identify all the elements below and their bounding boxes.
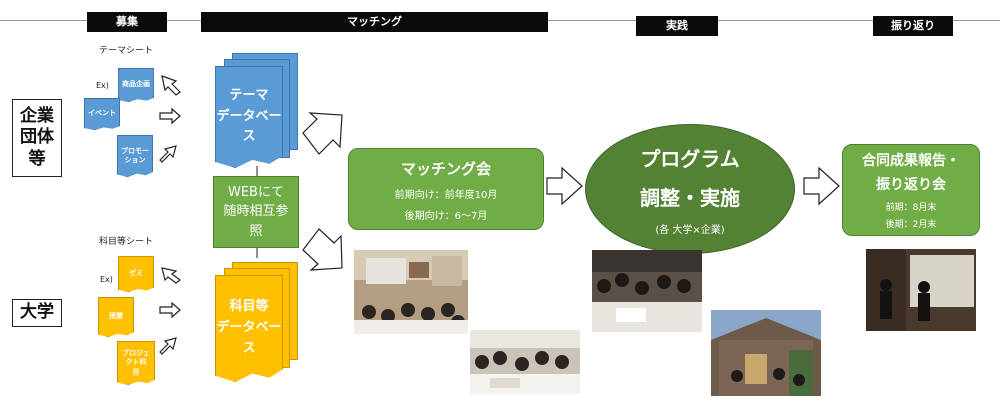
phase-recruit: 募集 [87,12,167,32]
arrow-matching-to-program [546,166,583,206]
report-title-line2: 振り返り会 [876,177,946,193]
arrow-theme-3 [159,145,177,163]
report-box: 合同成果報告・ 振り返り会 前期：8月末 後期：2月末 [842,144,980,236]
row-label-company: 企業 団体 等 [12,99,62,177]
theme-doc-event: イベント [84,98,120,130]
arrow-themedb-to-matching [302,112,343,155]
subject-sheet-ex: Ex) [100,275,113,284]
arrow-subjectdb-to-matching [302,228,343,271]
arrow-subject-2 [159,301,181,319]
arrow-subject-3 [159,337,177,355]
arrow-program-to-report [803,166,840,206]
matching-event-title: マッチング会 [400,160,491,178]
matching-event-box: マッチング会 前期向け：前年度10月 後期向け：6〜7月 [348,148,544,230]
program-ellipse: プログラム 調整・実施 (各 大学×企業) [585,124,795,254]
phase-practice: 実践 [636,16,718,36]
theme-database: テーマ データベー ス [215,66,283,168]
arrow-theme-2 [159,107,181,125]
row-label-university: 大学 [12,299,62,327]
subject-doc-project: プロジェ クト科 目 [117,341,155,385]
photo-program-fieldwork [711,310,821,396]
photo-report-presentation [866,249,976,331]
subject-doc-class: 授業 [98,297,134,337]
phase-matching: マッチング [201,12,548,32]
matching-event-second-term: 後期向け：6〜7月 [404,211,488,222]
photo-matching-session-2 [470,330,580,394]
subject-database: 科目等 データベー ス [215,275,283,382]
theme-doc-promotion: プロモー ション [117,135,153,177]
report-title-line1: 合同成果報告・ [862,153,960,169]
program-subtitle: (各 大学×企業) [655,225,725,236]
web-reference-box: WEBにて 随時相互参 照 [213,176,299,248]
arrow-theme-1 [161,75,181,96]
subject-sheet-title: 科目等シート [99,237,154,247]
program-title-line1: プログラム [640,147,740,171]
theme-sheet-ex: Ex) [96,81,109,90]
photo-program-class [592,250,702,332]
photo-matching-session-1 [354,250,468,334]
program-title-line2: 調整・実施 [640,186,740,210]
matching-event-first-term: 前期向け：前年度10月 [394,190,498,201]
theme-sheet-title: テーマシート [99,46,154,56]
report-second-term: 後期：2月末 [885,220,937,230]
phase-review: 振り返り [873,16,953,36]
report-first-term: 前期：8月末 [885,203,937,213]
arrow-subject-1 [161,267,181,284]
subject-doc-seminar: ゼミ [118,256,154,292]
